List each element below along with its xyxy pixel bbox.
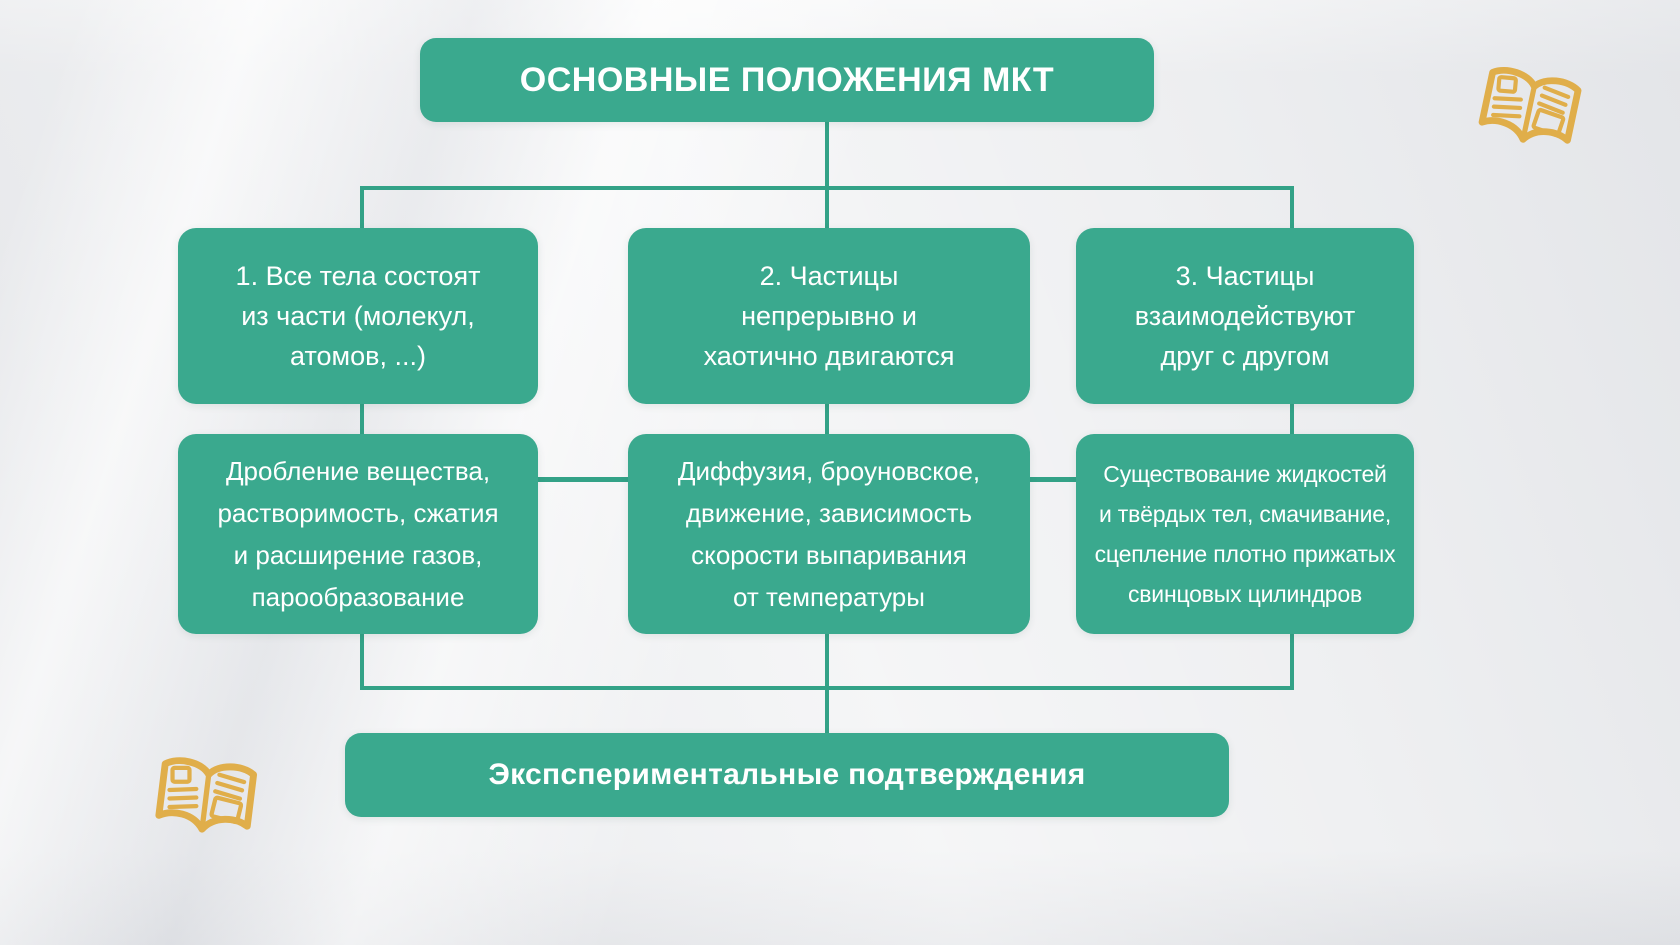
footer-title: Экспспериментальные подтверждения xyxy=(488,758,1086,791)
connector-row-left xyxy=(360,404,364,434)
connector-bottom-rise-right xyxy=(1290,634,1294,690)
connector-footer-down xyxy=(825,690,829,733)
connector-row-center xyxy=(825,404,829,434)
connector-bottom-rise-left xyxy=(360,634,364,690)
connector-row-right xyxy=(1290,404,1294,434)
connector-bottom-horizontal xyxy=(360,686,1294,690)
evidence-3-text: Существование жидкостей и твёрдых тел, с… xyxy=(1094,461,1396,607)
evidence-box-1: Дробление вещества, растворимость, сжати… xyxy=(178,434,538,634)
principle-box-1: 1. Все тела состоят из части (молекул, а… xyxy=(178,228,538,404)
connector-title-down xyxy=(825,122,829,188)
title-box: ОСНОВНЫЕ ПОЛОЖЕНИЯ МКТ xyxy=(420,38,1154,122)
open-book-icon xyxy=(145,742,264,868)
page-title: ОСНОВНЫЕ ПОЛОЖЕНИЯ МКТ xyxy=(519,60,1055,99)
footer-box: Экспспериментальные подтверждения xyxy=(345,733,1229,817)
connector-top-drop-right xyxy=(1290,188,1294,228)
open-book-icon xyxy=(1465,50,1590,181)
connector-top-drop-center xyxy=(825,188,829,228)
evidence-box-3: Существование жидкостей и твёрдых тел, с… xyxy=(1076,434,1414,634)
principle-2-text: 2. Частицы непрерывно и хаотично двигают… xyxy=(703,261,955,371)
connector-evidence-bridge-left xyxy=(538,477,628,482)
connector-top-drop-left xyxy=(360,188,364,228)
connector-evidence-bridge-right xyxy=(1030,477,1076,482)
evidence-2-text: Диффузия, броуновское, движение, зависим… xyxy=(677,456,981,612)
principle-box-2: 2. Частицы непрерывно и хаотично двигают… xyxy=(628,228,1030,404)
principle-box-3: 3. Частицы взаимодействуют друг с другом xyxy=(1076,228,1414,404)
evidence-1-text: Дробление вещества, растворимость, сжати… xyxy=(217,456,499,612)
connector-bottom-rise-center xyxy=(825,634,829,690)
evidence-box-2: Диффузия, броуновское, движение, зависим… xyxy=(628,434,1030,634)
principle-1-text: 1. Все тела состоят из части (молекул, а… xyxy=(235,261,481,371)
principle-3-text: 3. Частицы взаимодействуют друг с другом xyxy=(1134,261,1356,371)
